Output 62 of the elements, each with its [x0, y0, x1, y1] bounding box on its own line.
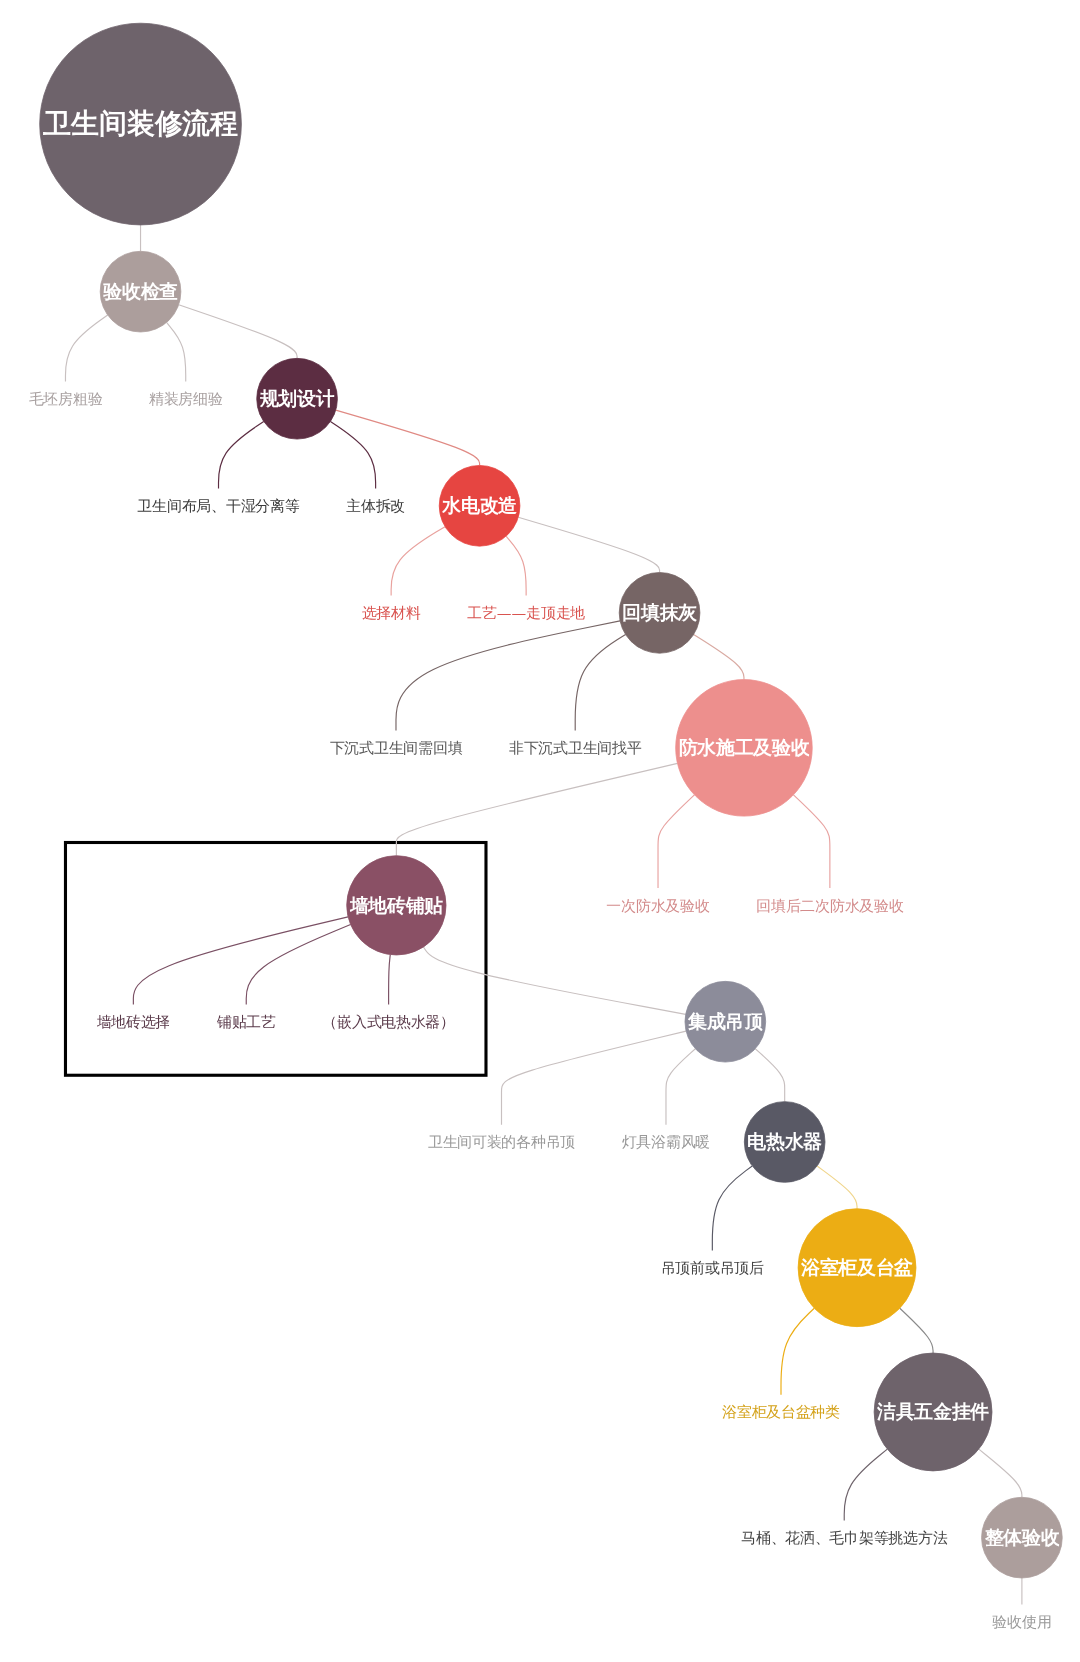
connector: [166, 321, 187, 382]
node-text: 灯具浴霸风暖: [621, 1133, 711, 1151]
connector: [335, 409, 481, 466]
connector: [843, 1448, 888, 1521]
node-circle: 电热水器: [743, 1101, 826, 1183]
connector: [139, 224, 142, 252]
node-circle: 卫生间装修流程: [39, 22, 242, 226]
connector: [792, 794, 831, 889]
node-text: 铺贴工艺: [216, 1012, 276, 1030]
node-text: 马桶、花洒、毛巾架等挑选方法: [741, 1528, 948, 1546]
connector: [1021, 1577, 1023, 1605]
node-text: 一次防水及验收: [606, 896, 710, 914]
connector: [390, 526, 446, 597]
connector: [245, 923, 352, 1005]
connector: [711, 1165, 753, 1251]
node-circle: 验收检查: [99, 250, 182, 333]
node-circle: 墙地砖铺贴: [346, 855, 447, 956]
connector: [388, 953, 391, 1005]
node-text: 下沉式卫生间需回填: [329, 739, 463, 757]
node-circle: 浴室柜及台盆: [797, 1208, 917, 1327]
node-text: 墙地砖选择: [96, 1012, 171, 1030]
connector: [693, 633, 745, 681]
connector: [132, 916, 349, 1005]
node-circle: 整体验收: [981, 1496, 1063, 1579]
connector: [816, 1165, 858, 1210]
node-text: 精装房细验: [148, 389, 223, 407]
connector: [754, 1048, 786, 1103]
node-circle: 集成吊顶: [684, 980, 767, 1063]
connector: [500, 1030, 687, 1126]
connector: [978, 1448, 1023, 1498]
node-text: 选择材料: [361, 604, 421, 622]
node-circle: 水电改造: [438, 465, 521, 547]
node-text: 卫生间可装的各种吊顶: [427, 1133, 576, 1151]
node-text: 吊顶前或吊顶后: [660, 1258, 764, 1276]
connector: [657, 794, 695, 889]
connector: [899, 1307, 934, 1354]
cluster: [63, 840, 488, 1077]
connector: [422, 946, 687, 1015]
node-text: 卫生间布局、干湿分离等: [137, 496, 300, 515]
node-text: 验收使用: [992, 1612, 1052, 1630]
connector: [178, 304, 298, 359]
node-circle: 规划设计: [256, 357, 338, 440]
connector: [665, 1048, 696, 1126]
connector: [329, 420, 377, 490]
node-text: 非下沉式卫生间找平: [508, 739, 642, 757]
node-circle: 防水施工及验收: [675, 679, 813, 817]
connector: [395, 620, 621, 732]
connector: [217, 420, 265, 490]
connector: [780, 1307, 815, 1396]
node-text: 工艺——走顶走地: [467, 604, 586, 622]
connector: [395, 762, 679, 857]
node-text: 浴室柜及台盆种类: [722, 1403, 840, 1421]
node-circle: 洁具五金挂件: [873, 1352, 993, 1472]
connector: [574, 633, 627, 732]
node-circle: 回填抹灰: [618, 572, 701, 654]
connector: [64, 314, 109, 382]
node-text: （嵌入式电热水器）: [322, 1012, 455, 1030]
connector: [505, 535, 527, 597]
node-text: 主体拆改: [346, 496, 406, 515]
node-text: 毛坯房粗验: [28, 389, 103, 407]
connector: [517, 516, 661, 574]
node-text: 回填后二次防水及验收: [756, 896, 904, 914]
